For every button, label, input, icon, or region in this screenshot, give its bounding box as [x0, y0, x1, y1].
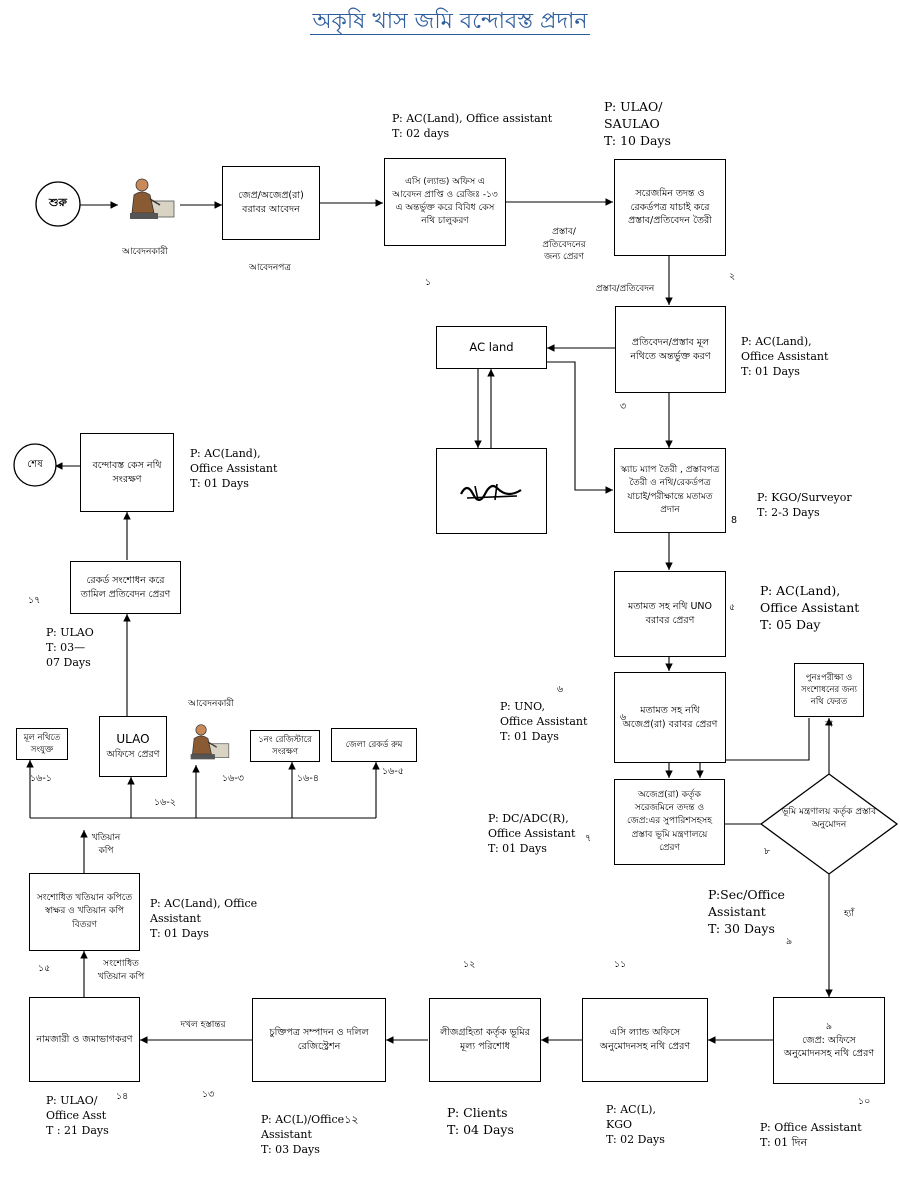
- step-number-16-5: ১৬-৫: [382, 766, 404, 777]
- step-number-15: ১৫: [38, 963, 51, 974]
- edge-label-no: না: [825, 720, 833, 730]
- step-box-16-4: ১নং রেজিস্টারে সংরক্ষণ: [250, 730, 320, 762]
- step-box-send-adc: মতামত সহ নথি অজেপ্র(রা) বরাবর প্রেরণ: [614, 672, 726, 763]
- step-number-5: ৫: [729, 602, 736, 613]
- step-number-13: ১৩: [202, 1089, 215, 1100]
- note-step-10: P: Office Assistant T: 01 দিন: [760, 1121, 862, 1149]
- step-box-apply: জেপ্র/অজেপ্র(রা) বরাবর আবেদন: [222, 166, 320, 240]
- step-box-mutation: নামজারী ও জমাভাগকরণ: [29, 997, 140, 1082]
- step-box-adc-investigate: অজেপ্র(রা) কর্তৃক সরেজমিনে তদন্ত ও জেপ্র…: [614, 779, 725, 865]
- page-title: অকৃষি খাস জমি বন্দোবস্ত প্রদান: [310, 9, 590, 35]
- step-number-6a: ৬: [557, 684, 564, 695]
- step-number-10: ১০: [858, 1096, 871, 1107]
- step-box-recheck: পুনঃপরীক্ষা ও সংশোধনের জন্য নথি ফেরত: [794, 663, 864, 717]
- step-box-record-correction: রেকর্ড সংশোধন করে তামিল প্রতিবেদন প্রেরণ: [70, 561, 181, 614]
- step-box-deed-registration: চুক্তিপত্র সম্পাদন ও দলিল রেজিস্ট্রেশন: [252, 998, 386, 1082]
- step-number-6b: ৬: [620, 712, 627, 723]
- note-step-15: P: AC(Land), Office Assistant T: 01 Days: [150, 897, 258, 940]
- step-box-acland-office: এসি ল্যান্ড অফিসে অনুমোদনসহ নথি প্রেরণ: [582, 998, 708, 1082]
- edge-label-proposal-send: প্রস্তাব/ প্রতিবেদনের জন্য প্রেরণ: [542, 227, 586, 263]
- step-number-4: 8: [731, 515, 738, 526]
- step-number-11: ১১: [614, 959, 627, 970]
- end-label: শেষ: [27, 459, 43, 470]
- step-number-1: ১: [425, 277, 432, 288]
- note-step-11: P: AC(L), KGO T: 02 Days: [606, 1103, 665, 1146]
- step-number-16-3: ১৬-৩: [222, 773, 244, 784]
- note-step-12: P: Clients T: 04 Days: [447, 1105, 514, 1137]
- step-box-send-uno: মতামত সহ নথি UNO বরাবর প্রেরণ: [614, 571, 726, 657]
- applicant-person-icon: [120, 175, 180, 223]
- note-step-3: P: ULAO/ SAULAO T: 10 Days: [604, 99, 671, 148]
- step-number-2: ২: [729, 271, 736, 282]
- ac-land-box: AC land: [436, 326, 547, 369]
- step-box-register: এসি (ল্যান্ড) অফিস এ আবেদন প্রাপ্তি ও রে…: [384, 158, 506, 246]
- signature-scribble: [459, 483, 522, 502]
- note-step-2: P: AC(Land), Office assistant T: 02 days: [392, 112, 553, 140]
- step-number-9a: ৯: [786, 936, 793, 947]
- step-box-sketch-map: স্ক্যাচ ম্যাপ তৈরী , প্রস্তাবপত্র তৈরী ও…: [614, 448, 726, 533]
- step-number-17: ১৭: [28, 595, 41, 606]
- note-step-17: P: ULAO T: 03— 07 Days: [46, 626, 94, 669]
- step-box-include-report: প্রতিবেদন/প্রস্তাব মূল নথিতে অন্তর্ভুক্ত…: [615, 306, 726, 393]
- arrow-acland-to-b5: [547, 361, 613, 494]
- decision-diamond-label: ভূমি মন্ত্রণালয় কর্তৃক প্রস্তাব অনুমোদন: [781, 807, 877, 830]
- edge-label-proposal-report: প্রস্তাব/প্রতিবেদন: [595, 284, 655, 294]
- note-step-18: P: AC(Land), Office Assistant T: 01 Days: [190, 447, 278, 490]
- application-form-label: আবেদনপত্র: [249, 263, 291, 273]
- step-number-7: ৭: [585, 833, 592, 844]
- note-step-8: P: DC/ADC(R), Office Assistant T: 01 Day…: [488, 812, 576, 855]
- note-step-7: P: UNO, Office Assistant T: 01 Days: [500, 700, 588, 743]
- step-number-3: ৩: [620, 401, 627, 412]
- applicant-label-2: আবেদনকারী: [188, 699, 234, 709]
- end-circle: [13, 443, 57, 487]
- start-circle: [35, 181, 81, 227]
- step-box-investigate: সরেজমিন তদন্ত ও রেকর্ডপত্র যাচাই করে প্র…: [614, 159, 726, 256]
- applicant-person-icon-2: [182, 720, 234, 764]
- step-box-16-5: জেলা রেকর্ড রুম: [331, 728, 417, 762]
- edge-label-yes: হ্যাঁ: [844, 909, 854, 919]
- start-label: শুরু: [49, 196, 67, 209]
- arrow-recheck-to-b8: [696, 718, 810, 778]
- decision-diamond: [759, 773, 899, 875]
- note-step-9: P:Sec/Office Assistant T: 30 Days: [708, 887, 785, 936]
- step-number-16-2: ১৬-২: [154, 797, 176, 808]
- note-step-6: P: AC(Land), Office Assistant T: 05 Day: [760, 583, 860, 632]
- step-box-khatian-sign: সংশোধিত খতিয়ান কপিতে স্বাক্ষর ও খতিয়ান…: [29, 873, 140, 951]
- step-number-16-4: ১৬-৪: [297, 773, 319, 784]
- note-step-13: P: AC(L)/Office১২ Assistant T: 03 Days: [261, 1113, 359, 1156]
- signature-box: [436, 448, 547, 534]
- note-step-5: P: KGO/Surveyor T: 2-3 Days: [757, 491, 852, 519]
- note-step-4: P: AC(Land), Office Assistant T: 01 Days: [741, 335, 829, 378]
- step-number-12: ১২: [463, 959, 476, 970]
- edge-label-revised-khatian: সংশোধিত খতিয়ান কপি: [97, 959, 145, 982]
- applicant-label: আবেদনকারী: [122, 247, 168, 257]
- step-number-8: ৮: [764, 846, 771, 857]
- step-number-16-1: ১৬-১: [30, 773, 52, 784]
- step-box-payment: লীজগ্রহিতা কর্তৃক ভূমির মূল্য পরিশোধ: [429, 998, 541, 1082]
- edge-label-possession: দখল হস্তান্তর: [180, 1020, 226, 1030]
- note-step-14: P: ULAO/ Office Asst T : 21 Days: [46, 1094, 109, 1137]
- edge-label-khatian-copy: খতিয়ান কপি: [91, 833, 121, 856]
- step-box-16-1: মূল নথিতে সংযুক্ত: [16, 728, 68, 760]
- step-number-14: ১৪: [116, 1091, 129, 1102]
- step-box-preserve-file: বন্দোবস্ত কেস নথি সংরক্ষণ: [80, 433, 174, 512]
